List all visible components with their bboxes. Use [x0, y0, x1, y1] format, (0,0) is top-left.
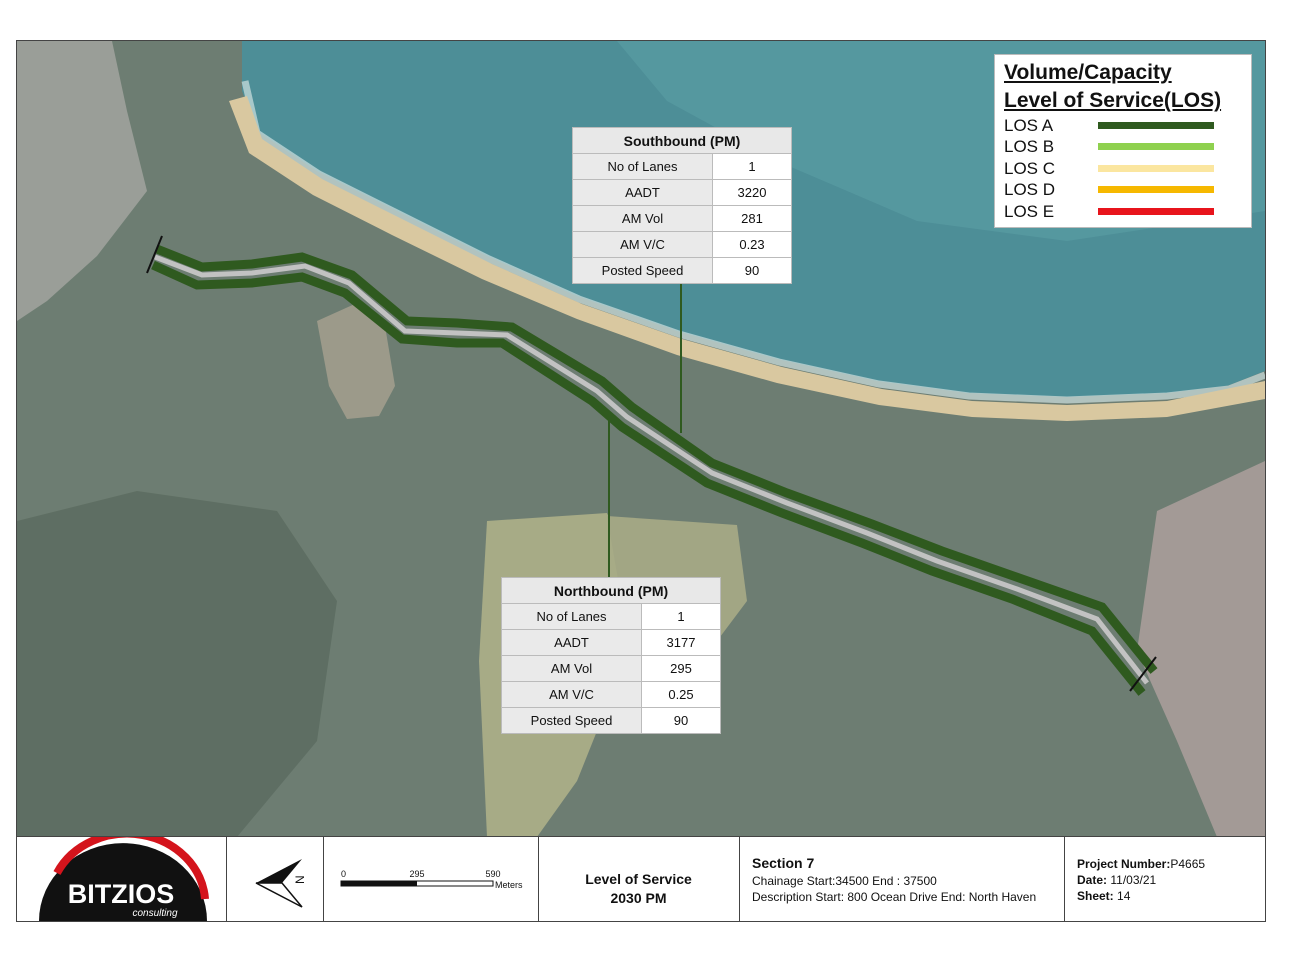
chainage-text: Chainage Start:34500 End : 37500	[752, 874, 937, 888]
northbound-table-title: Northbound (PM)	[501, 577, 721, 604]
scale-tick-label: 295	[409, 869, 424, 879]
forest-west	[17, 491, 337, 837]
north-arrow-icon: N	[255, 859, 307, 908]
scale-tick-label: 590	[485, 869, 500, 879]
legend-title-line1: Volume/Capacity	[1004, 61, 1172, 84]
table-cell-value: 1	[712, 153, 792, 180]
table-cell-label: AM V/C	[501, 681, 642, 708]
ocean-drive-road	[154, 254, 1149, 685]
table-cell-label: AADT	[572, 179, 713, 206]
map-title-cell: Level of Service 2030 PM	[538, 837, 740, 921]
table-cell-value: 3220	[712, 179, 792, 206]
table-cell-value: 295	[641, 655, 721, 682]
legend-swatch	[1098, 208, 1214, 215]
logo-text: BITZIOS	[68, 879, 175, 909]
logo-subtext: consulting	[132, 908, 177, 919]
legend-title-line2: Level of Service(LOS)	[1004, 89, 1222, 112]
map-title-line2: 2030 PM	[610, 890, 667, 906]
date-value: 11/03/21	[1110, 873, 1157, 887]
project-number-row: Project Number:P4665	[1077, 857, 1205, 871]
legend-label: LOS B	[1004, 137, 1055, 156]
legend-item-los-b: LOS B	[1004, 137, 1234, 158]
section-label: Section 7	[752, 855, 815, 871]
legend-item-los-d: LOS D	[1004, 180, 1234, 201]
scale-unit-label: Meters	[495, 880, 523, 890]
los-legend: Volume/Capacity Level of Service(LOS) LO…	[994, 54, 1252, 228]
table-cell-label: AADT	[501, 629, 642, 656]
town-south	[1137, 461, 1265, 837]
legend-label: LOS A	[1004, 116, 1054, 135]
date-row: Date: 11/03/21	[1077, 873, 1156, 887]
north-label: N	[293, 875, 307, 884]
table-cell-label: AM V/C	[572, 231, 713, 258]
table-cell-label: Posted Speed	[572, 257, 713, 284]
table-cell-value: 281	[712, 205, 792, 232]
legend-label: LOS E	[1004, 202, 1055, 221]
section-end-marker	[1129, 656, 1157, 692]
legend-label: LOS C	[1004, 159, 1056, 178]
section-info-cell: Section 7 Chainage Start:34500 End : 375…	[739, 837, 1065, 921]
sheet-value: 14	[1117, 889, 1131, 903]
section-start-marker	[146, 235, 163, 274]
table-cell-value: 1	[641, 603, 721, 630]
table-cell-label: No of Lanes	[501, 603, 642, 630]
project-info-cell: Project Number:P4665 Date: 11/03/21 Shee…	[1064, 837, 1264, 921]
table-cell-label: Posted Speed	[501, 707, 642, 734]
table-cell-value: 0.23	[712, 231, 792, 258]
legend-swatch	[1098, 186, 1214, 193]
scale-tick-label: 0	[341, 869, 346, 879]
bitzios-logo: BITZIOS consulting	[39, 829, 209, 921]
sheet-label: Sheet:	[1077, 889, 1114, 903]
legend-item-los-c: LOS C	[1004, 159, 1234, 180]
northbound-lane[interactable]	[151, 260, 1146, 696]
table-cell-label: No of Lanes	[572, 153, 713, 180]
map-title-line1: Level of Service	[585, 871, 692, 887]
scale-bar: 0 295 590 Meters	[340, 869, 523, 890]
southbound-table-title: Southbound (PM)	[572, 127, 792, 154]
town-north	[17, 41, 147, 321]
table-cell-label: AM Vol	[501, 655, 642, 682]
legend-swatch	[1098, 122, 1214, 129]
sheet-row: Sheet: 14	[1077, 889, 1130, 903]
legend-label: LOS D	[1004, 180, 1056, 199]
table-cell-label: AM Vol	[572, 205, 713, 232]
project-number-label: Project Number:	[1077, 857, 1171, 871]
legend-item-los-a: LOS A	[1004, 116, 1234, 137]
table-cell-value: 0.25	[641, 681, 721, 708]
headland	[317, 303, 395, 419]
north-arrow-cell: N	[226, 837, 324, 921]
description-text: Description Start: 800 Ocean Drive End: …	[752, 890, 1037, 904]
table-cell-value: 90	[712, 257, 792, 284]
legend-swatch	[1098, 165, 1214, 172]
table-cell-value: 90	[641, 707, 721, 734]
title-block: BITZIOS consulting N 0 295 590 Meters Le…	[16, 829, 1266, 922]
logo-cell: BITZIOS consulting	[17, 829, 227, 921]
surf-line	[241, 80, 1265, 404]
scale-bar-cell: 0 295 590 Meters	[323, 837, 539, 921]
legend-item-los-e: LOS E	[1004, 202, 1234, 223]
southbound-lane[interactable]	[155, 244, 1158, 674]
project-number-value: P4665	[1170, 857, 1206, 871]
legend-swatch	[1098, 143, 1214, 150]
table-cell-value: 3177	[641, 629, 721, 656]
date-label: Date:	[1077, 873, 1108, 887]
